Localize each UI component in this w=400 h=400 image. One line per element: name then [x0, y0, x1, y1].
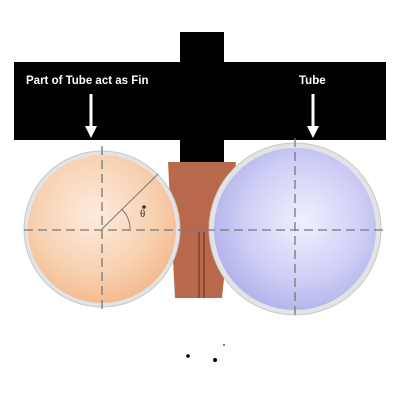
angle-arc — [121, 208, 131, 230]
stray-mark-3 — [223, 344, 225, 346]
tube-arrow — [307, 94, 319, 138]
stray-mark-2 — [213, 358, 217, 362]
banner-box — [14, 62, 386, 140]
tube-label: Tube — [299, 75, 326, 87]
fin-label: Part of Tube act as Fin — [26, 75, 149, 87]
theta-symbol: θ — [140, 208, 145, 220]
banner-stem-lower — [180, 130, 224, 162]
theta-dot — [142, 205, 146, 209]
stray-mark — [186, 354, 190, 358]
radius-line — [101, 173, 159, 230]
fin-arrow — [85, 94, 97, 138]
